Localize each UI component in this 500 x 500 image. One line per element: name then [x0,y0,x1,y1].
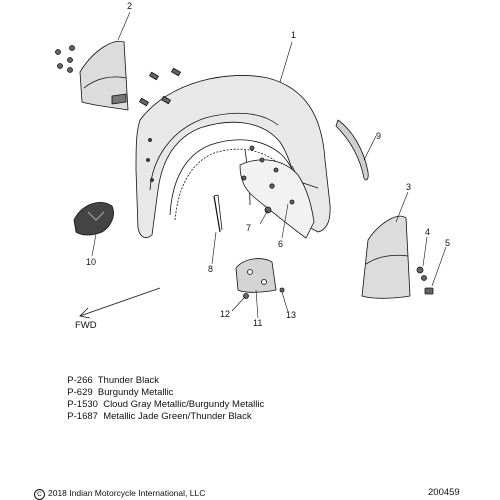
paint-name: Burgundy Metallic [97,387,174,398]
paint-name: Thunder Black [97,375,160,386]
forward-arrow-icon [79,287,161,319]
callout-10: 10 [86,257,96,267]
callout-8: 8 [208,264,213,274]
fork-cover-right [361,215,411,299]
paint-code: P-1530 [67,399,98,410]
paint-code: P-266 [67,375,93,386]
fork-cover-left [79,40,129,111]
paint-name: Cloud Gray Metallic/Burgundy Metallic [103,399,265,410]
callout-9: 9 [376,131,381,141]
forward-label: FWD [75,320,97,331]
callout-12: 12 [220,309,230,319]
paint-code-row: P-629 Burgundy Metallic [62,375,173,399]
paint-name: Metallic Jade Green/Thunder Black [103,411,252,422]
paint-code-row: P-266 Thunder Black [62,363,159,387]
callout-13: 13 [286,310,296,320]
callout-3: 3 [406,182,411,192]
callout-1: 1 [291,30,296,40]
diagram-number: 200459 [428,487,460,498]
callout-11: 11 [253,318,262,328]
paint-code: P-1687 [67,411,98,422]
fender-liner [239,159,315,239]
callout-4: 4 [425,227,430,237]
callout-5: 5 [445,238,450,248]
paint-code-row: P-1530 Cloud Gray Metallic/Burgundy Meta… [62,387,264,411]
copyright-text: 2018 Indian Motorcycle International, LL… [48,488,206,498]
callout-7: 7 [246,223,251,233]
mounting-bracket [235,258,277,293]
copyright-icon: C [34,489,45,500]
paint-code-row: P-1687 Metallic Jade Green/Thunder Black [62,399,252,423]
callout-2: 2 [127,1,132,11]
fender-tip-emblem [73,202,114,236]
callout-6: 6 [278,239,283,249]
paint-code: P-629 [67,387,93,398]
brake-line-clip [213,194,223,233]
trim-strip [335,119,369,181]
hardware-fasteners [55,45,434,299]
